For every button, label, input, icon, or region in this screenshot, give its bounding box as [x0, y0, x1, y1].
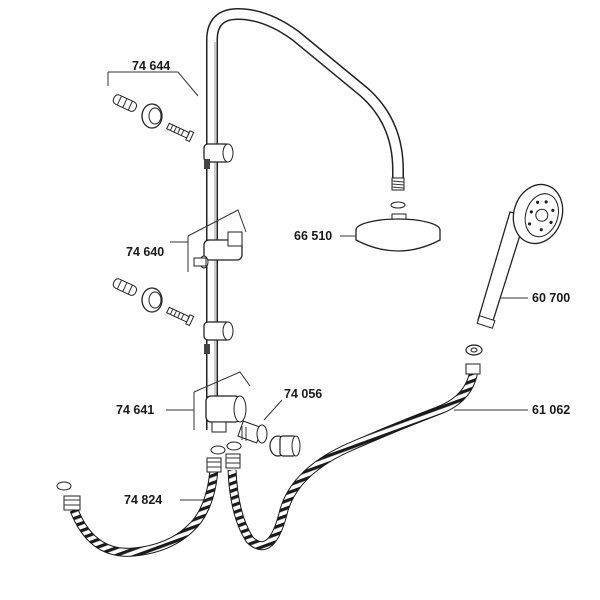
washer-left [210, 445, 226, 455]
wall-mount-kit-upper [107, 71, 199, 143]
connection-hose-coil [70, 467, 218, 556]
leader-74056 [263, 399, 283, 421]
washer-far-left [56, 481, 72, 491]
lower-rail-bracket [203, 321, 234, 354]
diverter-bracket-box [166, 371, 251, 430]
arm-thread [391, 177, 405, 191]
shower-hose-long [227, 369, 479, 551]
hose-nut-far-left [63, 495, 81, 511]
hose-nut-left [206, 457, 222, 473]
part-number-61062: 61 062 [532, 403, 570, 417]
upper-rail-bracket [203, 143, 234, 169]
washer-hole [470, 347, 478, 353]
head-shower [340, 201, 441, 252]
part-number-74056: 74 056 [284, 387, 322, 401]
part-number-60700: 60 700 [532, 291, 570, 305]
hose-nut-right [225, 453, 241, 469]
part-number-74644: 74 644 [132, 59, 170, 73]
wall-mount-kit-lower [112, 278, 195, 327]
slider-bracket-box [170, 209, 247, 272]
washer-right [226, 441, 242, 451]
diverter-body [205, 395, 247, 433]
hose-nut-upper [465, 363, 481, 375]
part-number-74640: 74 640 [126, 245, 164, 259]
part-number-66510: 66 510 [294, 229, 332, 243]
shower-hose-long-coil [228, 369, 478, 550]
diverter-cartridge [237, 420, 268, 444]
hand-shower [476, 183, 564, 329]
slider [193, 231, 243, 269]
part-number-74824: 74 824 [124, 493, 162, 507]
diverter-knob [269, 435, 301, 457]
part-number-74641: 74 641 [116, 403, 154, 417]
riser-rail [206, 7, 404, 430]
